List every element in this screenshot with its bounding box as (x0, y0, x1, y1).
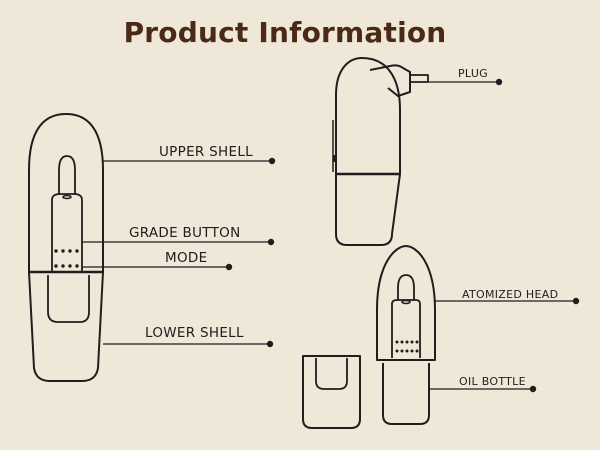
label-atomized-head: ATOMIZED HEAD (462, 288, 559, 301)
exploded-head-nozzle (401, 299, 411, 305)
grade-button-dot (61, 249, 65, 253)
label-plug: PLUG (458, 67, 488, 80)
label-oil-bottle: OIL BOTTLE (459, 375, 526, 388)
label-upper-shell: UPPER SHELL (159, 144, 253, 160)
grade-button-dot (68, 249, 72, 253)
plug-device-lower (335, 173, 401, 246)
plug-device-body (335, 57, 401, 175)
oil-bottle-shape (382, 363, 430, 425)
lower-shell-window (315, 358, 348, 390)
lower-shell-cup (302, 355, 361, 429)
main-device-window (47, 275, 90, 323)
label-mode: MODE (165, 250, 208, 266)
leader-lines (82, 78, 580, 393)
label-lower-shell: LOWER SHELL (145, 325, 244, 341)
plug-device (332, 57, 429, 246)
mode-button-dot (54, 264, 58, 268)
main-device (28, 113, 104, 382)
exploded-head-dome (397, 274, 415, 300)
exploded-head-core (391, 299, 421, 358)
exploded-head (376, 245, 436, 361)
mode-button-dot (61, 264, 65, 268)
main-device-dome (58, 155, 76, 194)
main-device-core (51, 193, 83, 271)
main-device-buttons (54, 249, 79, 268)
mode-button-dot (75, 264, 79, 268)
lower-shell-separate (302, 355, 361, 429)
grade-button-dot (75, 249, 79, 253)
grade-button-dot (54, 249, 58, 253)
mode-button-dot (68, 264, 72, 268)
oil-bottle-body (382, 363, 430, 425)
plug-prong (409, 74, 429, 83)
main-device-body (28, 113, 104, 382)
page-title: Product Information (123, 16, 447, 49)
exploded-head-buttons (395, 340, 419, 353)
exploded-head-body (376, 245, 436, 361)
label-grade-button: GRADE BUTTON (129, 225, 241, 241)
main-device-nozzle (62, 194, 72, 200)
